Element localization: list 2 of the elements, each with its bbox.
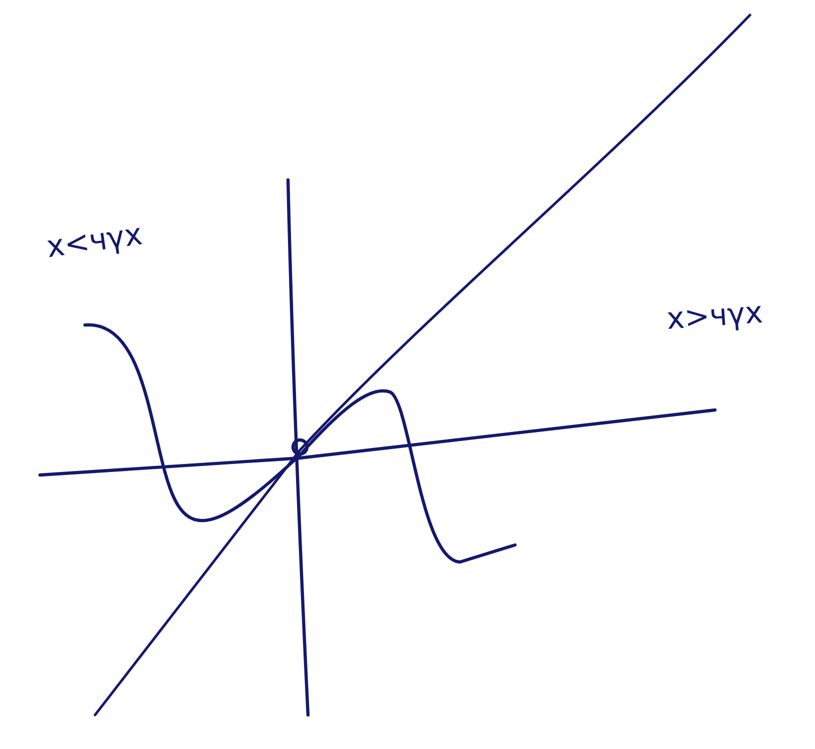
handwritten-label: x>чγx [668,306,762,330]
handwritten-label: x<чγx [47,228,142,258]
